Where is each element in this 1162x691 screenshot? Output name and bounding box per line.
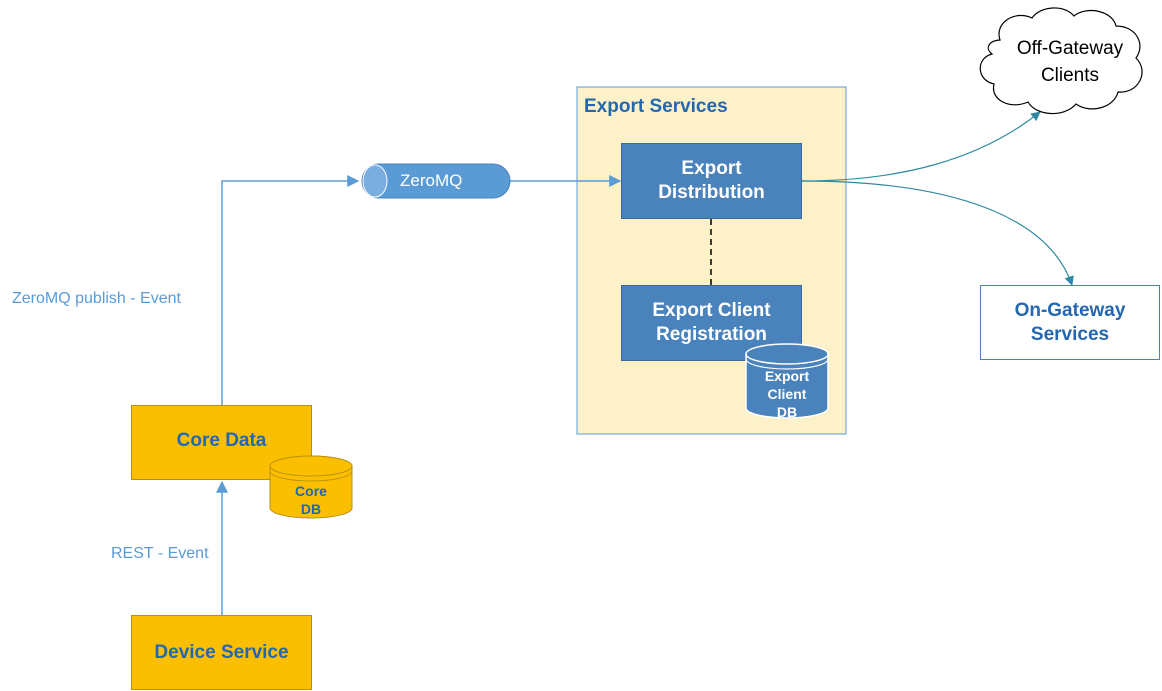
off-gateway-cloud <box>979 7 1143 115</box>
core-db-label-line1: Core <box>295 483 327 499</box>
core-db-cylinder-front <box>269 455 353 519</box>
zeromq-publish-connector <box>221 175 360 405</box>
off-gateway-label-line2: Clients <box>1040 64 1100 86</box>
export-services-title: Export Services <box>584 96 728 117</box>
device-service-node: Device Service <box>131 615 312 690</box>
core-db-label: Core DB <box>270 482 352 518</box>
on-gateway-services-node: On-Gateway Services <box>980 285 1160 360</box>
export-client-db-cylinder-front <box>745 343 829 419</box>
device-service-label: Device Service <box>154 641 289 663</box>
off-gateway-label: Off-Gateway Clients <box>1000 36 1140 89</box>
off-gateway-label-line1: Off-Gateway <box>1016 38 1124 59</box>
export-client-db-label: Export Client DB <box>746 367 828 422</box>
zeromq-queue <box>361 163 511 199</box>
distribution-to-on-gateway-connector <box>801 180 1074 286</box>
export-client-registration-label-line1: Export Client <box>652 300 771 322</box>
zeromq-label: ZeroMQ <box>400 171 463 190</box>
on-gateway-label-line1: On-Gateway <box>1014 299 1126 321</box>
core-data-node: Core Data <box>131 405 312 480</box>
rest-event-label: REST - Event <box>111 545 209 562</box>
export-distribution-node: Export Distribution <box>621 143 802 219</box>
core-data-label: Core Data <box>176 429 267 451</box>
export-client-registration-label-line2: Registration <box>656 324 767 345</box>
export-client-db-label-line2: Client <box>767 386 807 403</box>
on-gateway-label-line2: Services <box>1030 323 1110 345</box>
export-distribution-label-line2: Distribution <box>658 182 765 203</box>
core-db-label-line2: DB <box>300 501 322 518</box>
zeromq-publish-label: ZeroMQ publish - Event <box>12 290 181 307</box>
export-distribution-label-line1: Export <box>681 158 742 180</box>
export-client-db-label-line1: Export <box>764 368 810 384</box>
export-client-db-label-line3: DB <box>776 404 798 421</box>
distribution-to-off-gateway-connector <box>801 111 1041 182</box>
